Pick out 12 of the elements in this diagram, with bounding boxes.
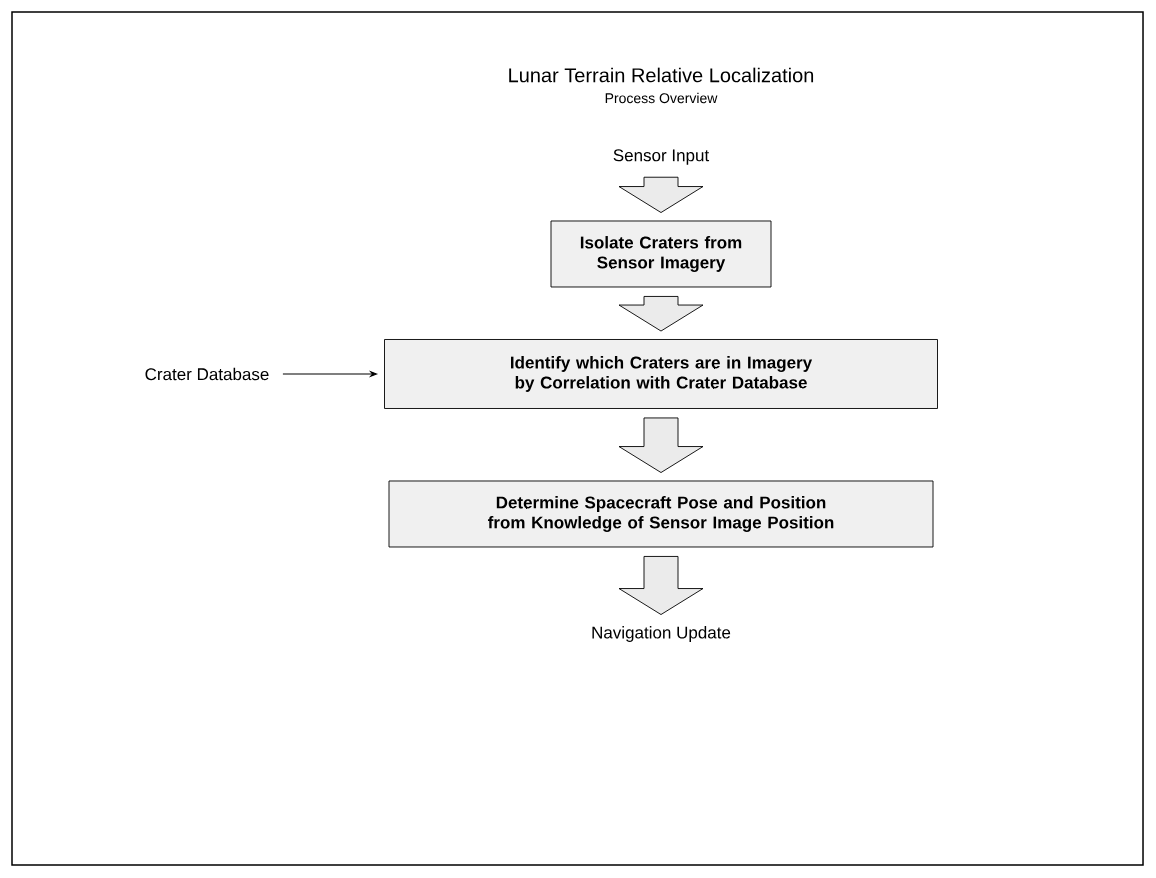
- title: Lunar Terrain Relative Localization: [509, 67, 814, 83]
- process-box: Determine Spacecraft Pose and Position from Knowledge of Sensor Image Position: [388, 480, 934, 548]
- block-arrow: [618, 556, 704, 615]
- block-arrow: [618, 296, 704, 332]
- output-label: Navigation Update: [592, 626, 731, 642]
- block-arrow: [618, 417, 704, 473]
- process-box: Identify which Craters are in Imagery by Correlation with Crater Database: [384, 339, 938, 409]
- input-label: Sensor Input: [613, 149, 710, 165]
- block-arrow: [618, 176, 704, 213]
- subtitle: Process Overview: [605, 92, 718, 104]
- input-label: Crater Database: [145, 367, 269, 381]
- process-box: Isolate Craters from Sensor Imagery: [550, 220, 772, 288]
